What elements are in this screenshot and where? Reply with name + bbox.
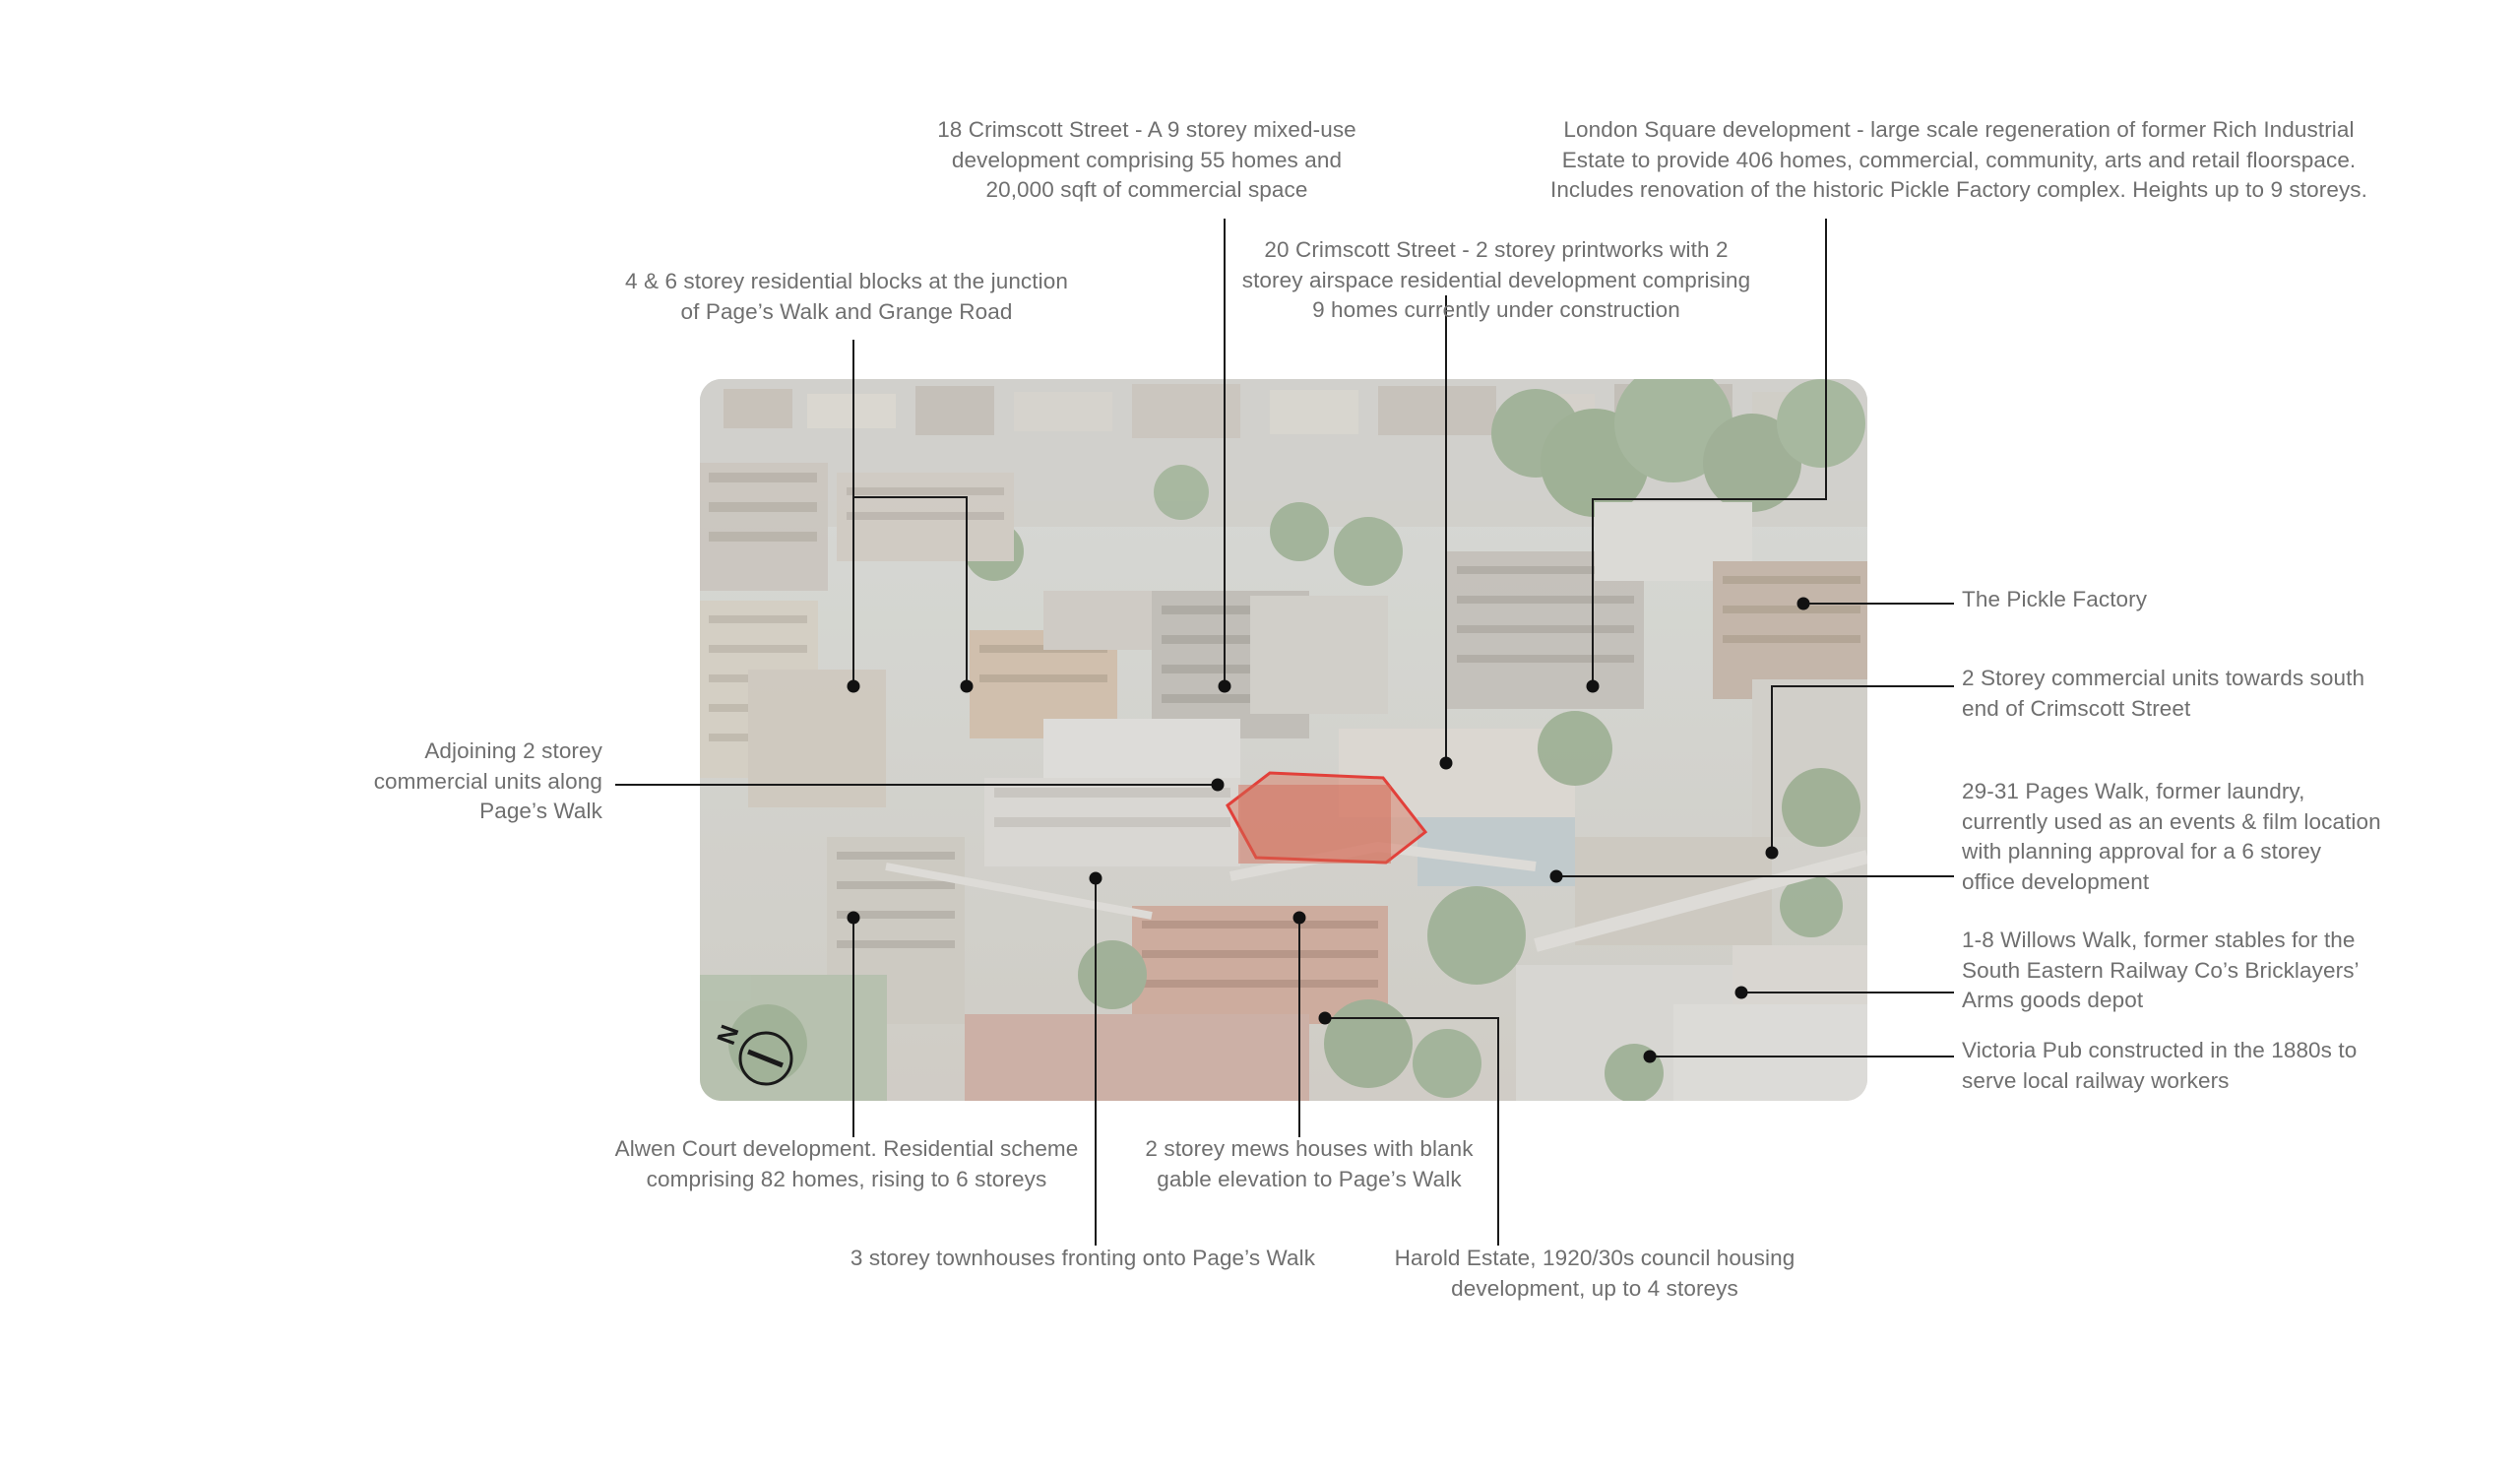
leader-london-square [1592, 219, 1827, 686]
annotation-harold-estate: Harold Estate, 1920/30s council housing … [1394, 1246, 1796, 1301]
annotation-pages-walk-29-31: 29-31 Pages Walk, former laundry, curren… [1962, 779, 2381, 894]
leader-dots [847, 597, 1810, 1063]
annotation-adjoining: Adjoining 2 storey commercial units alon… [373, 738, 602, 823]
annotation-crimscott-18: 18 Crimscott Street - A 9 storey mixed-u… [937, 117, 1356, 202]
annotation-blocks-4-6: 4 & 6 storey residential blocks at the j… [625, 269, 1068, 324]
annotation-crimscott-20: 20 Crimscott Street - 2 storey printwork… [1241, 237, 1751, 322]
annotation-townhouses: 3 storey townhouses fronting onto Page’s… [850, 1246, 1316, 1270]
annotation-willows-walk: 1-8 Willows Walk, former stables for the… [1962, 928, 2360, 1012]
site-highlight-block [1238, 785, 1391, 864]
leader-lines [615, 219, 1954, 1246]
annotation-pickle-factory: The Pickle Factory [1962, 587, 2148, 611]
annotation-london-square: London Square development - large scale … [1549, 117, 2368, 202]
annotation-alwen-court: Alwen Court development. Residential sch… [614, 1136, 1079, 1191]
leader-blocks-b [853, 496, 968, 686]
annotation-commercial-south: 2 Storey commercial units towards south … [1962, 666, 2365, 721]
leader-commercial-south [1771, 685, 1954, 853]
site-boundary [1226, 771, 1428, 865]
annotation-victoria-pub: Victoria Pub constructed in the 1880s to… [1962, 1038, 2358, 1093]
leader-harold-estate [1325, 1017, 1499, 1246]
annotation-mews-houses: 2 storey mews houses with blank gable el… [1145, 1136, 1474, 1191]
aerial-photo [700, 379, 1867, 1101]
